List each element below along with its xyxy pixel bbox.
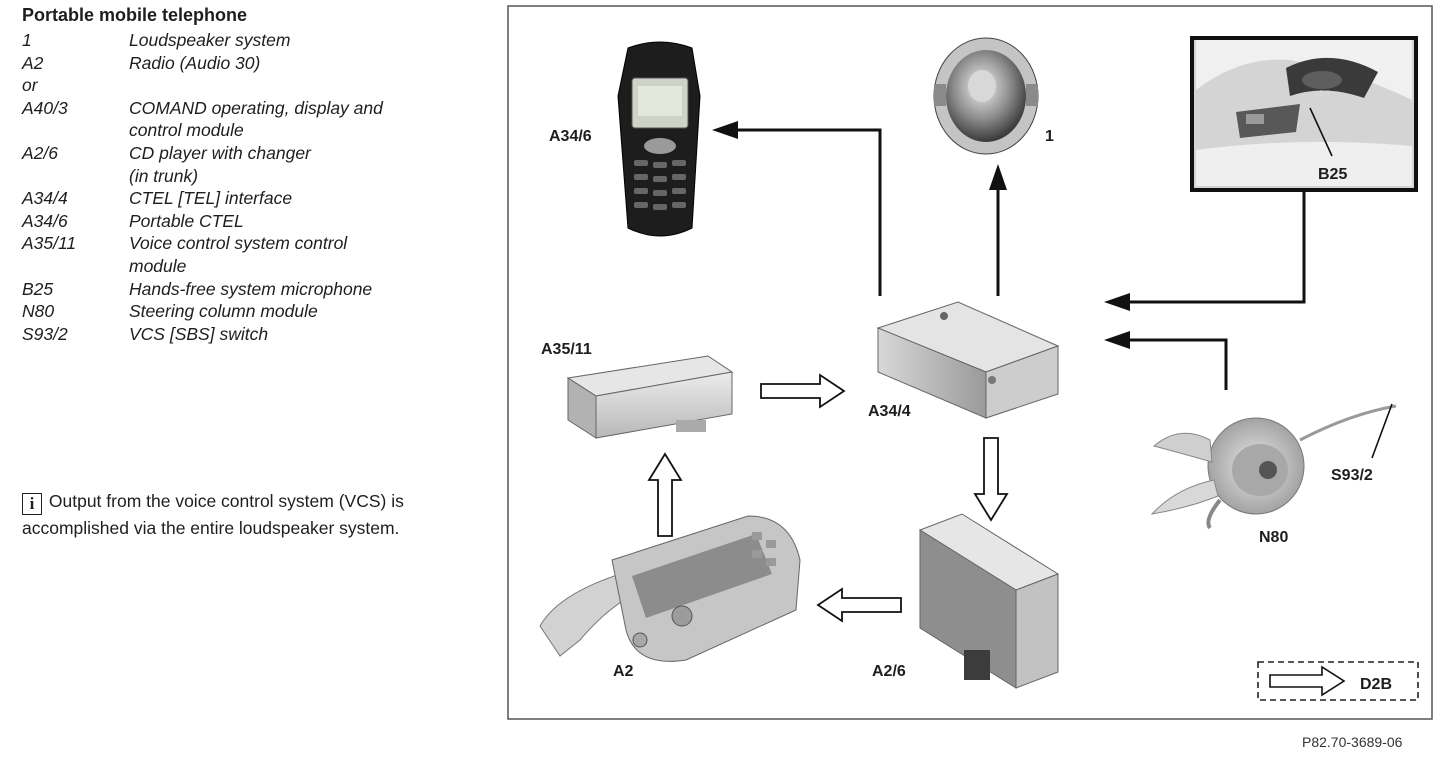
label-cd-player: A2/6	[872, 663, 906, 680]
legend-code: or	[22, 75, 38, 96]
legend-item: N80 Steering column module	[22, 300, 472, 323]
inset-text: ch-l	[1316, 89, 1329, 98]
portable-phone-image	[617, 41, 701, 237]
legend-description: Steering column module	[129, 301, 318, 322]
legend-description: COMAND operating, display and control mo…	[129, 97, 383, 141]
legend-description: Hands-free system microphone	[129, 278, 373, 299]
info-note-text: Output from the voice control system (VC…	[22, 491, 404, 538]
label-radio: A2	[613, 663, 634, 680]
label-interface: A34/4	[868, 403, 911, 420]
figure-reference: P82.70-3689-06	[1302, 734, 1403, 750]
legend-description: Voice control system control module	[129, 233, 348, 276]
legend-item: A40/3 COMAND operating, display and contr…	[22, 97, 472, 142]
legend-code: A40/3	[22, 97, 68, 118]
steering-column-module-image	[1150, 403, 1397, 530]
legend-item: B25 Hands-free system microphone	[22, 278, 472, 301]
d2b-label: D2B	[1360, 676, 1392, 693]
legend-item: A2 Radio (Audio 30)	[22, 52, 472, 75]
legend-code: A35/11	[22, 233, 77, 254]
legend-code: B25	[22, 278, 54, 299]
legend-item: A34/4 CTEL [TEL] interface	[22, 187, 472, 210]
loudspeaker-image	[933, 37, 1039, 155]
component-legend: Portable mobile telephone 1 Loudspeaker s…	[22, 4, 472, 345]
legend-code: A2/6	[22, 142, 58, 163]
legend-code: A34/4	[22, 188, 68, 209]
ctel-interface-image	[876, 301, 1060, 419]
d2b-arrow-icon	[1269, 665, 1346, 697]
legend-code: A2	[22, 52, 44, 73]
diagram-frame	[507, 5, 1433, 720]
legend-item: or	[22, 74, 472, 97]
legend-item: A2/6 CD player with changer (in trunk)	[22, 142, 472, 187]
label-microphone: B25	[1318, 166, 1347, 183]
legend-description: Portable CTEL	[129, 210, 244, 231]
label-phone: A34/6	[549, 128, 592, 145]
voice-control-module-image	[566, 355, 734, 439]
solid-connections	[712, 121, 1306, 390]
legend-description: CD player with changer (in trunk)	[129, 142, 311, 186]
legend-title: Portable mobile telephone	[22, 5, 248, 25]
legend-description: Loudspeaker system	[129, 30, 291, 50]
label-switch: S93/2	[1331, 467, 1373, 484]
radio-image	[539, 515, 801, 662]
legend-description: VCS [SBS] switch	[129, 323, 269, 344]
legend-item: S93/2 VCS [SBS] switch	[22, 323, 472, 346]
info-note: i Output from the voice control system (…	[22, 488, 462, 542]
legend-code: S93/2	[22, 323, 68, 344]
hollow-arrows	[647, 373, 1009, 623]
d2b-legend-box: D2B	[1257, 661, 1419, 701]
label-voice-module: A35/11	[541, 341, 592, 358]
legend-description: Radio (Audio 30)	[129, 52, 261, 73]
legend-code: A34/6	[22, 210, 68, 231]
legend-description: CTEL [TEL] interface	[129, 188, 293, 209]
label-speaker: 1	[1045, 128, 1054, 145]
legend-item: A35/11 Voice control system control modul…	[22, 232, 472, 277]
legend-item: 1 Loudspeaker system	[22, 29, 472, 52]
microphone-inset-image: ch-l	[1190, 36, 1418, 192]
legend-item: A34/6 Portable CTEL	[22, 210, 472, 233]
microphone-pointer-line	[1309, 107, 1333, 157]
legend-code: 1	[22, 30, 32, 50]
cd-changer-image	[918, 513, 1060, 689]
label-steering: N80	[1259, 529, 1288, 546]
legend-code: N80	[22, 301, 55, 322]
